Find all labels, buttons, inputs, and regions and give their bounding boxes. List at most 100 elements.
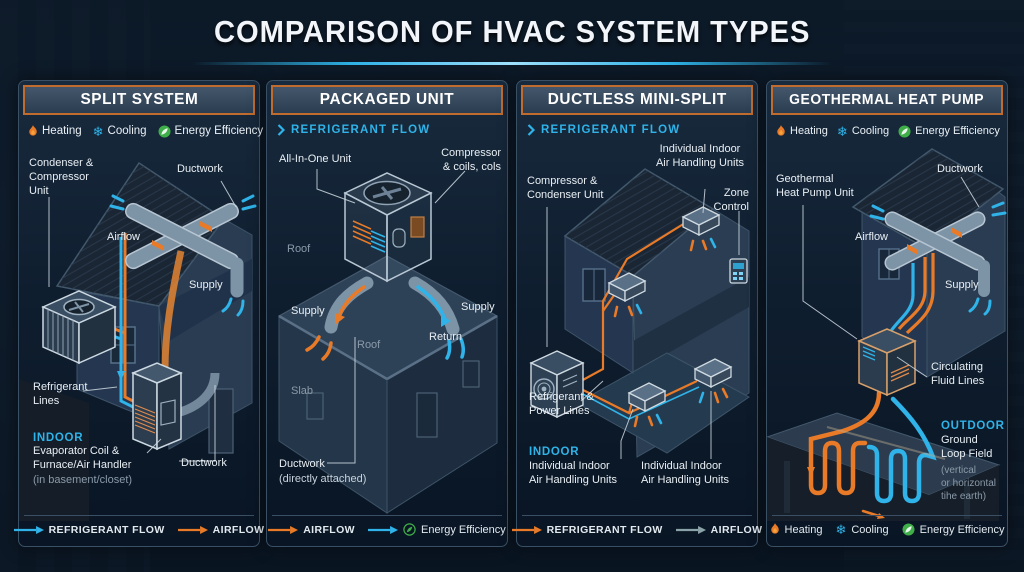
zone-control-panel — [729, 258, 748, 284]
coil-cyan — [370, 230, 386, 253]
badge-efficiency: Energy Efficiency — [158, 125, 263, 138]
label-compressor-coils: Compressor & coils, cols — [441, 147, 501, 173]
badge-efficiency: Energy Efficiency — [898, 125, 1000, 138]
mid-floor — [633, 277, 749, 373]
arrow-orange-icon — [511, 525, 542, 534]
panel-packaged-unit: PACKAGED UNIT REFRIGERANT FLOW — [266, 80, 508, 547]
panel-geothermal: GEOTHERMAL HEAT PUMP Heating ❄ Cooling E… — [766, 80, 1008, 547]
panel-geothermal-legend: Heating ❄ Cooling Energy Efficiency — [770, 515, 1005, 543]
legend-airflow: AIRFLOW — [268, 524, 355, 536]
packaged-unit-illustration — [277, 169, 499, 514]
panel-ductless-legend: REFRIGERANT FLOW AIRFLOW — [511, 515, 762, 543]
split-system-illustration — [19, 161, 257, 521]
badge-cooling: ❄ Cooling — [837, 125, 889, 138]
pipe-orange-upper — [897, 257, 927, 331]
window — [462, 360, 480, 388]
legend-refrigerant-label: REFRIGERANT FLOW — [546, 523, 663, 536]
rooftop-packaged-unit — [343, 172, 433, 283]
label-fluid-lines: Circulating Fluid Lines — [931, 361, 985, 387]
legend-efficiency-label: Energy Efficiency — [919, 523, 1005, 536]
title-underline — [192, 62, 832, 65]
label-ground-loop: Ground Loop Field — [941, 434, 993, 460]
leaf-icon — [898, 125, 911, 137]
panel-geothermal-title: GEOTHERMAL HEAT PUMP — [789, 92, 985, 108]
coil-box — [410, 216, 425, 238]
label-refrigerant-power: Refrigerant & Power Lines — [529, 391, 594, 417]
badge-heating-label: Heating — [790, 125, 828, 137]
panel-split-badges: Heating ❄ Cooling Energy Efficiency — [28, 122, 263, 140]
badge-heating: Heating — [28, 124, 82, 138]
label-supply: Supply — [189, 279, 223, 291]
legend-efficiency-label: Energy Efficiency — [421, 523, 506, 536]
chevron-right-icon — [527, 124, 535, 136]
legend-airflow-label: AIRFLOW — [710, 523, 763, 536]
label-refrigerant-lines: Refrigerant Lines — [33, 381, 88, 407]
label-ground-note: (vertical or horizontal tihe earth) — [941, 465, 997, 502]
label-airflow: Airflow — [107, 231, 141, 243]
panel-geothermal-header: GEOTHERMAL HEAT PUMP — [771, 85, 1003, 115]
door — [208, 388, 234, 454]
legend-efficiency: Energy Efficiency — [902, 523, 1005, 536]
indoor-unit-3 — [627, 382, 667, 428]
label-ductwork-top: Ductwork — [177, 163, 223, 175]
label-supply-left: Supply — [291, 305, 325, 317]
arrow-cyan-icon — [13, 525, 44, 534]
handler-panel — [160, 399, 176, 426]
pipe-cyan-upper — [889, 263, 915, 332]
legend-cooling: ❄ Cooling — [835, 523, 888, 536]
label-ductwork: Ductwork — [937, 163, 983, 175]
geothermal-heat-pump-unit — [857, 328, 917, 397]
legend-heating-label: Heating — [784, 523, 823, 536]
fan-grille — [533, 378, 555, 400]
label-indoor: INDOOR — [529, 446, 580, 458]
flex-duct-orange — [161, 250, 185, 370]
panel-packaged-title: PACKAGED UNIT — [319, 91, 455, 108]
geothermal-illustration — [767, 148, 1007, 521]
leaf-icon — [158, 125, 171, 137]
label-slab: Slab — [291, 385, 314, 397]
compressor-cylinder — [392, 228, 406, 248]
snowflake-icon: ❄ — [835, 522, 847, 537]
label-all-in-one: All-In-One Unit — [279, 153, 352, 165]
label-evaporator-note: (in basement/closet) — [33, 474, 133, 486]
label-supply: Supply — [945, 279, 979, 291]
label-indoor: INDOOR — [33, 432, 84, 444]
legend-airflow-label: AIRFLOW — [212, 523, 265, 536]
air-handler-unit — [131, 362, 183, 451]
label-condenser: Condenser & Compressor Unit — [29, 157, 94, 197]
label-outdoor: OUTDOOR — [941, 420, 1005, 432]
snowflake-icon: ❄ — [836, 123, 848, 139]
legend-energy-efficiency: Energy Efficiency — [368, 523, 506, 536]
refrigerant-flow-label: REFRIGERANT FLOW — [291, 124, 431, 136]
label-units-right: Individual Indoor Air Handling Units — [641, 460, 730, 486]
label-supply-right: Supply — [461, 301, 495, 313]
label-airflow: Airflow — [855, 231, 889, 243]
label-compressor-condenser: Compressor & Condenser Unit — [527, 175, 604, 201]
leader-lines — [316, 169, 466, 464]
label-roof-left: Roof — [287, 243, 311, 255]
ground-loop-cyan — [866, 396, 937, 504]
unit-coil-orange — [890, 364, 910, 382]
flame-icon — [29, 124, 37, 136]
door — [416, 392, 438, 438]
panel-packaged-legend: AIRFLOW Energy Efficiency — [268, 515, 506, 543]
refrigerant-flow-tag: REFRIGERANT FLOW — [527, 124, 680, 136]
leaf-outline-icon — [403, 523, 416, 536]
ground-loop-orange — [808, 390, 882, 496]
flame-icon — [770, 523, 779, 534]
unit-coil-cyan — [862, 346, 876, 361]
badge-cooling-label: Cooling — [851, 125, 890, 137]
badge-heating-label: Heating — [42, 125, 82, 137]
page-header: COMPARISON OF HVAC SYSTEM TYPES — [0, 14, 1024, 50]
legend-refrigerant-flow: REFRIGERANT FLOW — [13, 523, 165, 536]
legend-heating: Heating — [770, 523, 823, 536]
legend-cooling-label: Cooling — [851, 523, 889, 536]
flame-icon — [777, 124, 785, 136]
label-zone-control: Zone Control — [713, 187, 749, 213]
label-units-top: Individual Indoor Air Handling Units — [655, 143, 745, 169]
panel-ductless-title: DUCTLESS MINI-SPLIT — [547, 91, 727, 108]
legend-refrigerant-label: REFRIGERANT FLOW — [48, 523, 165, 536]
legend-refrigerant-flow: REFRIGERANT FLOW — [511, 523, 663, 536]
indoor-unit-1 — [681, 206, 721, 252]
condenser-unit — [41, 290, 117, 365]
